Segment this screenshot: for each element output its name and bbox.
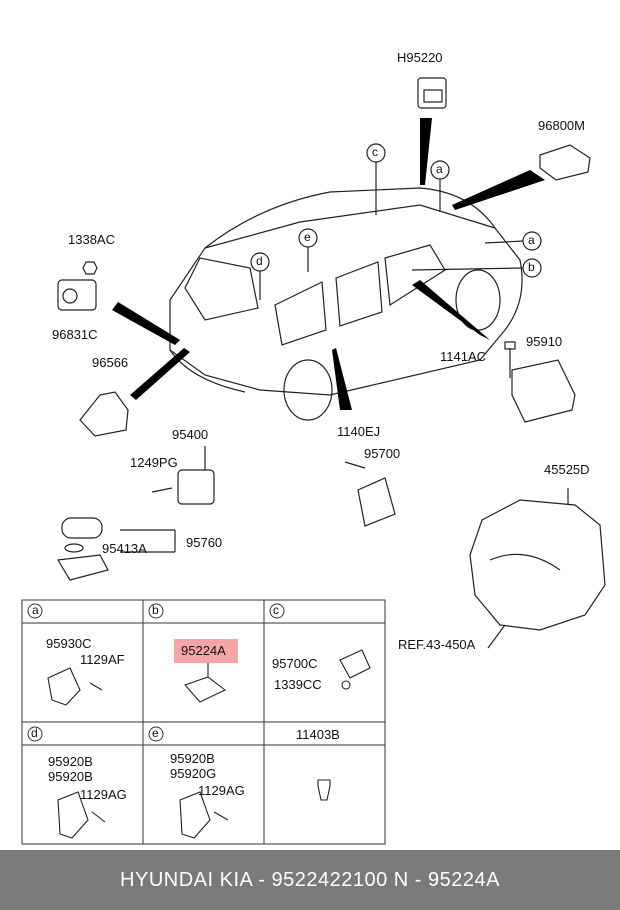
sensor-95920g xyxy=(179,791,211,839)
label-1141ac: 1141AC xyxy=(440,349,487,364)
table-header-a: a xyxy=(32,603,39,617)
callout-e: e xyxy=(304,230,311,244)
label-45525d: 45525D xyxy=(544,462,590,477)
cell-d-label-3: 1129AG xyxy=(80,787,127,802)
cell-d-label-1: 95920B xyxy=(48,754,93,769)
table-header-b: b xyxy=(152,603,159,617)
van-side-window-2 xyxy=(335,261,383,327)
module-95910 xyxy=(511,359,576,423)
label-ref: REF.43-450A xyxy=(398,637,476,652)
van-side-window-1 xyxy=(274,281,327,346)
van-rear-window xyxy=(184,257,259,321)
callout-c: c xyxy=(372,145,378,159)
table-header-c: c xyxy=(273,603,279,617)
module-96800m xyxy=(539,144,591,181)
cell-d-label-2: 95920B xyxy=(48,769,93,784)
label-1140ej: 1140EJ xyxy=(337,424,381,439)
van-roof-line xyxy=(204,204,496,249)
pointer-96566 xyxy=(130,348,190,400)
label-1249pg: 1249PG xyxy=(130,455,178,470)
nut-1338ac xyxy=(82,261,98,275)
van-rear-bumper xyxy=(169,349,246,393)
part-highlight xyxy=(174,639,238,663)
module-95700 xyxy=(357,477,396,527)
label-96566: 96566 xyxy=(92,355,129,370)
cell-c-label-1: 95700C xyxy=(272,656,318,671)
cell-c-label-2: 1339CC xyxy=(274,677,322,692)
cell-e-label-2: 95920G xyxy=(170,766,217,781)
relay-95224a xyxy=(184,676,227,703)
label-1338ac: 1338AC xyxy=(68,232,115,247)
callout-a-side: a xyxy=(528,233,535,247)
pointer-96800m xyxy=(452,170,545,210)
label-95910: 95910 xyxy=(526,334,563,349)
parts-diagram xyxy=(21,77,606,845)
key-fob xyxy=(61,517,103,539)
cell-e-label-3: 1129AG xyxy=(198,783,245,798)
pointer-95910 xyxy=(412,280,490,340)
transmission xyxy=(469,499,606,631)
cell-a-label-2: 1129AF xyxy=(80,652,125,667)
callout-a-top: a xyxy=(436,162,443,176)
label-95760: 95760 xyxy=(186,535,223,550)
module-96566 xyxy=(79,391,129,437)
table-header-d: d xyxy=(31,726,38,740)
label-95413a: 95413A xyxy=(102,541,147,556)
module-95400 xyxy=(177,469,215,505)
module-95700c xyxy=(339,649,371,679)
label-95700: 95700 xyxy=(364,446,401,461)
callout-b: b xyxy=(528,260,535,274)
callout-d: d xyxy=(256,254,263,268)
module-h95220 xyxy=(417,77,447,109)
module-96831c xyxy=(57,279,97,311)
footer-part-number: HYUNDAI KIA - 9522422100 N - 95224A xyxy=(0,850,620,910)
pointer-h95220 xyxy=(420,118,432,185)
label-96831c: 96831C xyxy=(52,327,98,342)
label-95400: 95400 xyxy=(172,427,209,442)
sensor-95930c xyxy=(47,667,81,706)
cell-a-label-1: 95930C xyxy=(46,636,92,651)
label-96800m: 96800M xyxy=(538,118,585,133)
label-h95220: H95220 xyxy=(397,50,443,65)
table-header-e: e xyxy=(152,726,159,740)
sensor-95920b xyxy=(57,791,89,839)
table-header-11403b: 11403B xyxy=(296,727,340,742)
pointer-96831c xyxy=(112,302,180,345)
cell-e-label-1: 95920B xyxy=(170,751,215,766)
bolt-11403b xyxy=(317,779,331,801)
van-rear-wheel xyxy=(283,359,333,421)
cell-b-label-1: 95224A xyxy=(181,643,226,658)
pointer-95700 xyxy=(332,348,352,410)
